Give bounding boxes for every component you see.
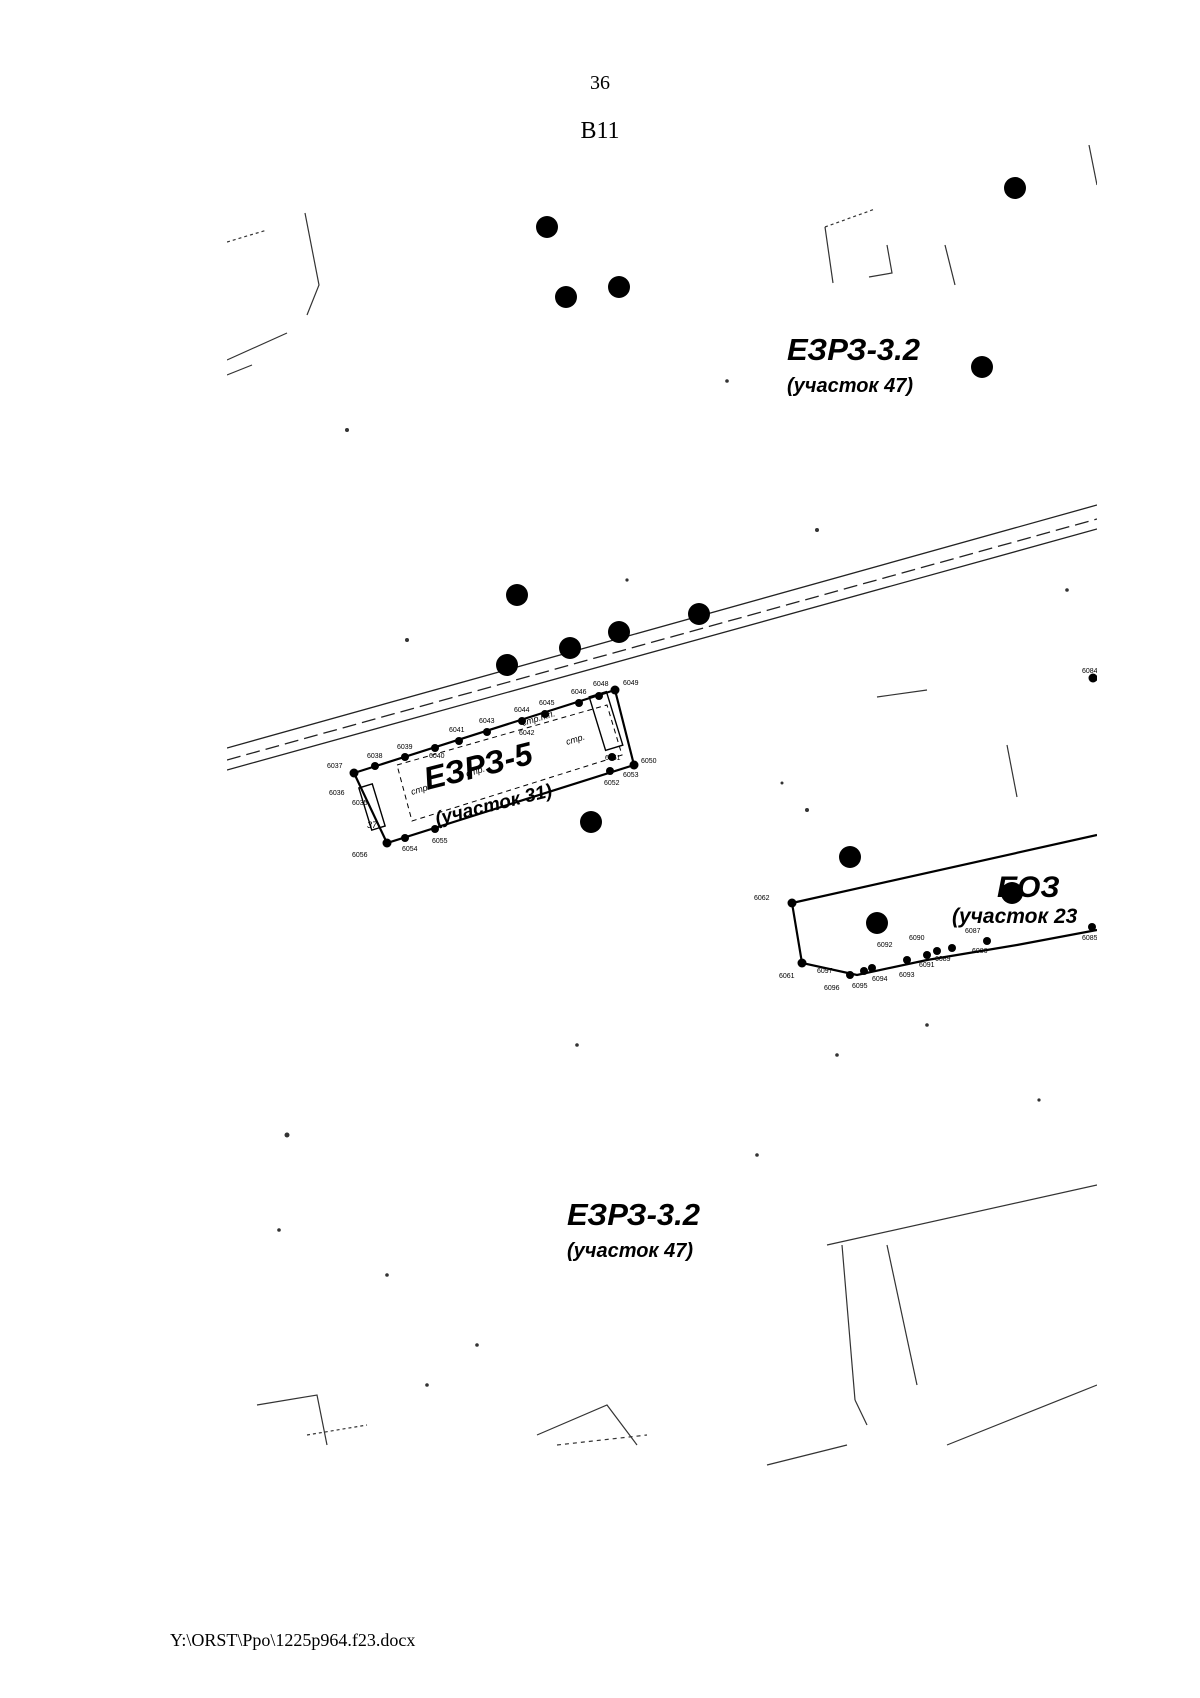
point-label: 6085 <box>1082 935 1097 942</box>
plot-23-boundary-points <box>787 673 1097 979</box>
point-label: 6036 <box>329 790 345 797</box>
point-label: 6094 <box>872 976 888 983</box>
point-label: 6056 <box>352 852 368 859</box>
point-label: 6062 <box>754 895 770 902</box>
point-label: 6042 <box>519 730 535 737</box>
point-label: 6051 <box>605 755 621 762</box>
plot-31-boundary-points <box>349 685 639 848</box>
point-label: 6053 <box>623 772 639 779</box>
point-label: 6093 <box>899 972 915 979</box>
plot-number-label: (участок 23 <box>952 905 1078 928</box>
point-label: 6055 <box>432 838 448 845</box>
point-label: 6050 <box>641 758 657 765</box>
map-area[interactable]: ЕЗРЗ-3.2 (участок 47) ЕЗРЗ-5 (участок 31… <box>227 145 1097 1550</box>
zone-code-label: ЕЗРЗ-3.2 <box>787 332 920 367</box>
map-canvas: ЕЗРЗ-3.2 (участок 47) ЕЗРЗ-5 (участок 31… <box>227 145 1097 1466</box>
building-note: стр. <box>565 732 586 747</box>
point-label: 6092 <box>877 942 893 949</box>
point-label: 6089 <box>935 956 951 963</box>
plot-number-label: (участок 47) <box>787 375 913 397</box>
point-label: 6046 <box>571 689 587 696</box>
point-label: 6054 <box>402 846 418 853</box>
point-label: 6097 <box>817 968 833 975</box>
point-label: 6041 <box>449 727 465 734</box>
plot-31-inner-building <box>396 704 623 822</box>
point-label: 6048 <box>593 681 609 688</box>
point-label: 6090 <box>909 935 925 942</box>
point-label: 6091 <box>919 962 935 969</box>
building-number: 37 <box>367 820 378 830</box>
point-label: 6086 <box>972 948 988 955</box>
road-lines <box>227 504 1097 771</box>
point-label: 6043 <box>479 718 495 725</box>
point-label: 6045 <box>539 700 555 707</box>
point-label: 6084 <box>1082 668 1097 675</box>
point-label: 6052 <box>604 780 620 787</box>
topography-lines <box>227 145 1097 1466</box>
point-label: 6039 <box>397 744 413 751</box>
point-label: 6037 <box>327 763 343 770</box>
point-label: 6061 <box>779 973 795 980</box>
point-label: 6049 <box>623 680 639 687</box>
sheet-code: В11 <box>580 118 620 144</box>
survey-specks <box>277 379 1069 1387</box>
point-label: 6035 <box>352 800 368 807</box>
zone-code-label: ЕЗРЗ-3.2 <box>567 1197 700 1232</box>
footer-file-path: Y:\ORST\Ppo\1225p964.f23.docx <box>170 1630 416 1650</box>
point-label: 6087 <box>965 928 981 935</box>
point-label: 6044 <box>514 707 530 714</box>
page-number: 36 <box>590 72 610 94</box>
point-label: 6040 <box>429 753 445 760</box>
plot-number-label: (участок 47) <box>567 1240 693 1262</box>
point-label: 6095 <box>852 983 868 990</box>
map-markers <box>496 177 1026 934</box>
point-label: 6038 <box>367 753 383 760</box>
zone-code-label: ЕОЗ <box>997 871 1060 904</box>
point-label: 6096 <box>824 985 840 992</box>
